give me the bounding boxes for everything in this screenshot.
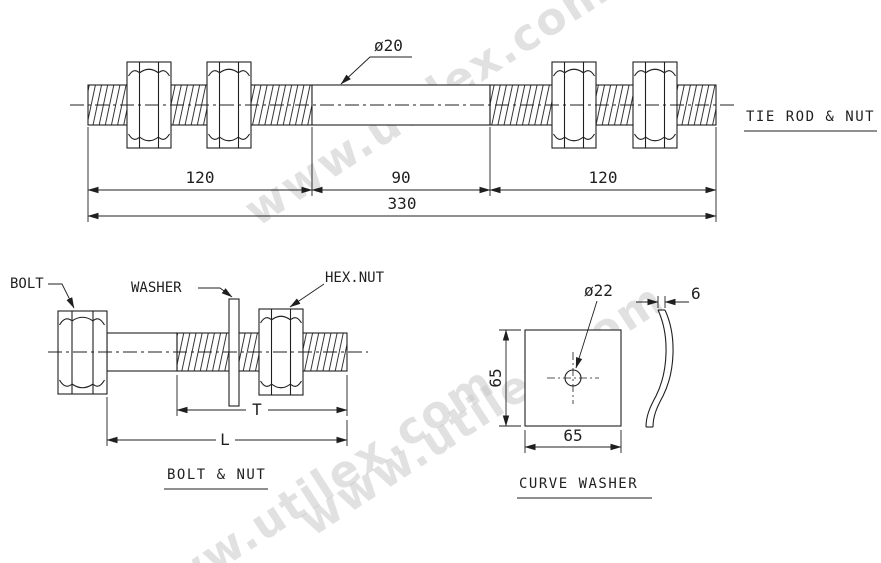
diameter-leader-line bbox=[340, 56, 412, 85]
washer-leader-line bbox=[198, 287, 233, 298]
tie-rod-title: TIE ROD & NUT bbox=[746, 109, 875, 125]
washer-height-dim: 65 bbox=[486, 368, 505, 387]
dim-t: T bbox=[252, 400, 262, 419]
washer-dim-width: 65 bbox=[524, 426, 622, 453]
bolt-label: BOLT bbox=[10, 276, 44, 292]
washer-front-view bbox=[524, 329, 622, 427]
tie-rod-assembly: ø20 120 90 120 330 TIE ROD & NUT bbox=[70, 36, 877, 222]
bolt-head bbox=[57, 310, 108, 395]
tie-rod-dimensions: 120 90 120 330 bbox=[87, 127, 717, 222]
hole-leader-line bbox=[575, 300, 598, 369]
tie-rod-diameter-label: ø20 bbox=[374, 36, 403, 55]
washer-dim-thickness: 6 bbox=[636, 284, 701, 308]
dim-l: L bbox=[220, 430, 230, 449]
washer-hole-label: ø22 bbox=[584, 281, 613, 300]
washer-thickness-dim: 6 bbox=[691, 284, 701, 303]
washer-label: WASHER bbox=[131, 280, 182, 296]
washer-width-dim: 65 bbox=[563, 426, 582, 445]
hexnut-leader-line bbox=[289, 283, 325, 308]
dim-120-right: 120 bbox=[589, 168, 618, 187]
curve-washer-views: ø22 65 65 6 bbox=[486, 281, 701, 499]
washer-side-view bbox=[645, 309, 674, 428]
bolt-nut-assembly: BOLT WASHER HEX.NUT T L BOLT & NUT bbox=[10, 270, 385, 490]
washer-dim-height: 65 bbox=[486, 329, 521, 427]
dim-330: 330 bbox=[388, 194, 417, 213]
washer bbox=[228, 298, 240, 407]
bolt-dim-t: T bbox=[176, 375, 348, 419]
bolt-dim-l: L bbox=[106, 397, 348, 449]
curve-washer-title: CURVE WASHER bbox=[519, 476, 638, 492]
bolt-leader-line bbox=[48, 283, 75, 309]
washer-hole bbox=[564, 369, 582, 387]
dim-120-left: 120 bbox=[186, 168, 215, 187]
dim-90: 90 bbox=[391, 168, 410, 187]
hexnut-label: HEX.NUT bbox=[325, 270, 385, 286]
bolt-nut-title: BOLT & NUT bbox=[167, 467, 266, 483]
